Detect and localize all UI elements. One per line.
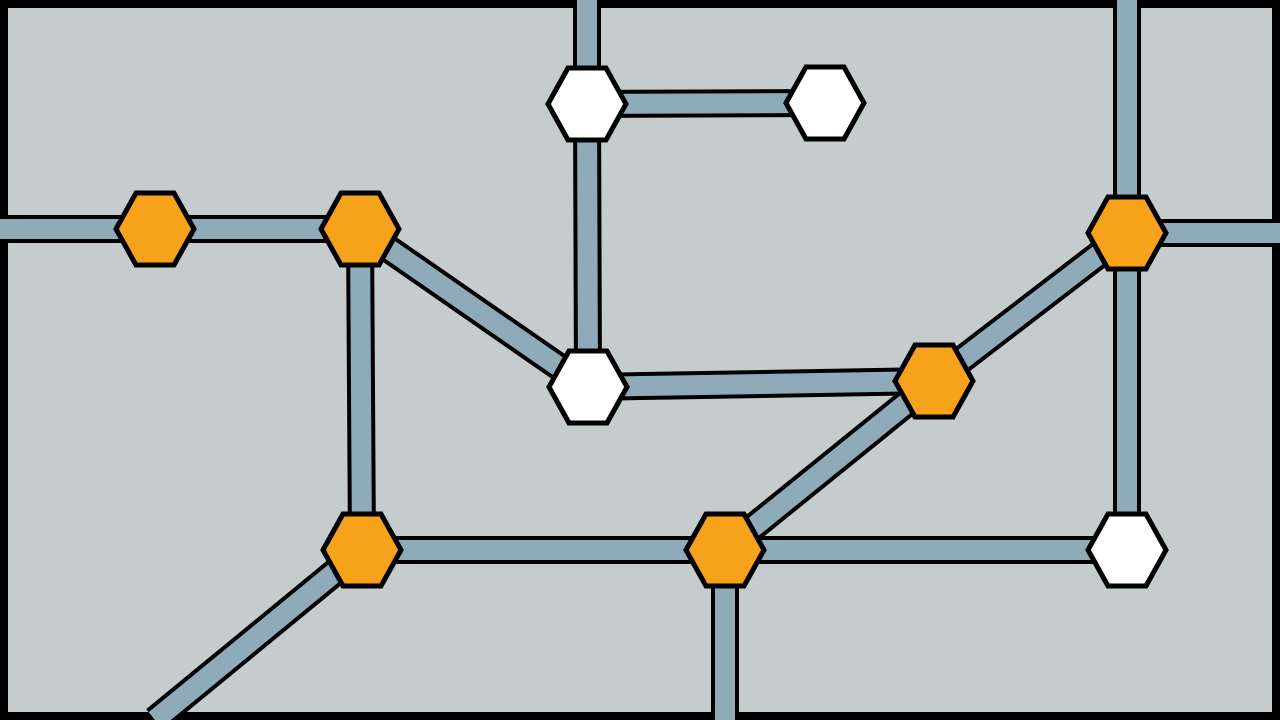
hexagon-node-n8-active[interactable]: [320, 511, 404, 589]
hexagon-node-n6-active[interactable]: [892, 342, 976, 420]
hexagon-node-n10-inactive[interactable]: [1085, 511, 1169, 589]
pipe-n2-n8: [350, 228, 372, 551]
pipe-n5-n6: [587, 371, 935, 397]
hexagon-node-n4-inactive[interactable]: [783, 64, 867, 142]
pipe-n8-edge-bottom-a: [148, 542, 369, 720]
hexagon-node-n1-active[interactable]: [113, 190, 197, 268]
hexagon-node-n5-inactive[interactable]: [546, 348, 630, 426]
hexagon-node-n9-active[interactable]: [683, 511, 767, 589]
hexagon-node-n2-active[interactable]: [318, 190, 402, 268]
pipe-n6-n7: [927, 225, 1134, 389]
pipe-n2-n5: [354, 220, 594, 396]
hexagon-node-n3-inactive[interactable]: [545, 65, 629, 143]
hexagon-node-n7-active[interactable]: [1085, 194, 1169, 272]
nodes: [113, 64, 1169, 589]
pipe-n6-n9: [718, 373, 941, 558]
pipe-n3-n5: [577, 103, 598, 388]
